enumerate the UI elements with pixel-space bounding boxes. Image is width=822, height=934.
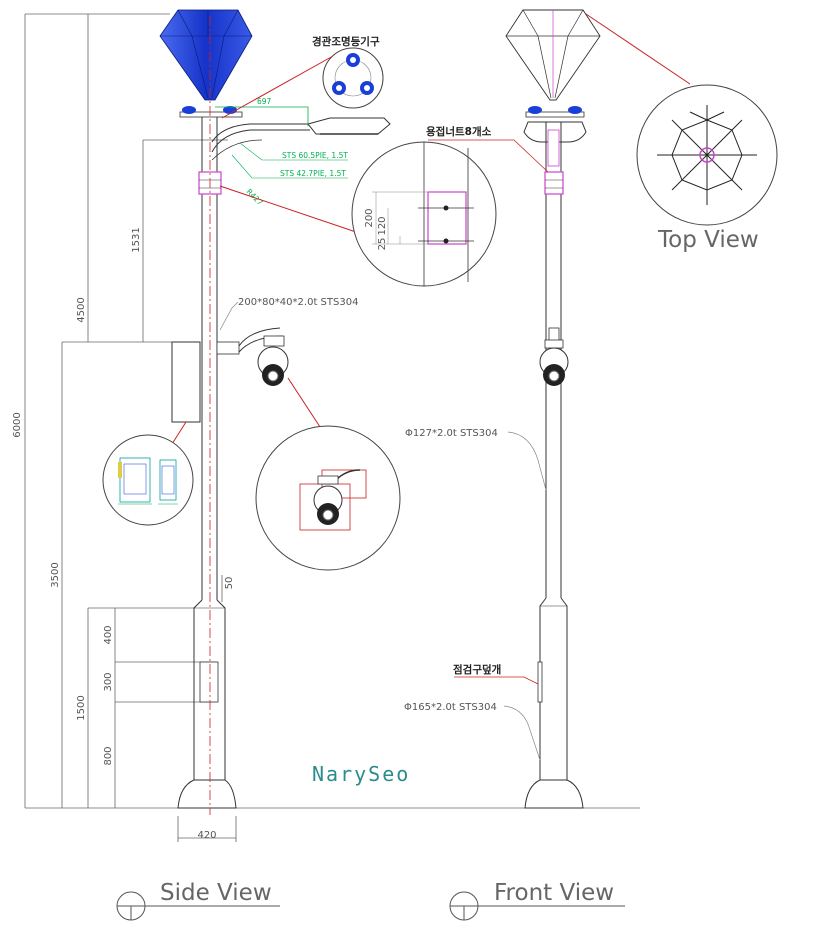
- dim-1500: 1500: [76, 695, 87, 720]
- lamp-head-side: [159, 9, 253, 101]
- front-view-pole: [505, 9, 601, 809]
- side-view-title: Side View: [116, 880, 280, 921]
- camera-detail: [255, 425, 401, 571]
- detail-dim-200: 200: [364, 208, 375, 227]
- arm-pipe-spec-1: STS 60.5PIE, 1.5T: [282, 151, 348, 160]
- inspection-cover-label: 점검구덮개: [453, 663, 501, 676]
- cctv-camera-side: [257, 335, 289, 386]
- weld-nuts-label: 용접너트8개소: [426, 125, 492, 138]
- bracket-spec: 200*80*40*2.0t STS304: [238, 297, 358, 308]
- dim-6000: 6000: [12, 412, 23, 437]
- dim-420: 420: [197, 830, 216, 841]
- detail-dim-25: 25: [377, 238, 388, 251]
- detail-dim-120: 120: [377, 216, 388, 235]
- top-view-detail: [636, 84, 778, 226]
- arm-radius-label: R427: [245, 187, 265, 207]
- front-view-label: Front View: [494, 880, 614, 906]
- connection-plate-detail: [351, 141, 497, 287]
- dim-50: 50: [224, 577, 235, 590]
- dim-4500: 4500: [76, 297, 87, 322]
- arm-pipe-spec-2: STS 42.7PIE, 1.5T: [280, 169, 346, 178]
- watermark: NarySeo: [312, 762, 410, 786]
- side-view-pole: 697 STS 60.5PIE, 1.5T STS 42.7PIE, 1.5T …: [159, 9, 391, 815]
- lower-pipe-spec: Φ165*2.0t STS304: [404, 702, 497, 713]
- arm-length-label: 697: [257, 97, 272, 106]
- upper-pipe-spec: Φ127*2.0t STS304: [405, 428, 498, 439]
- dim-300: 300: [103, 672, 114, 691]
- dim-1531: 1531: [131, 227, 142, 252]
- control-box: [171, 341, 201, 423]
- landscape-light-detail: [322, 47, 384, 109]
- dim-3500: 3500: [50, 562, 61, 587]
- street-light-head: [307, 117, 391, 135]
- front-view-title: Front View: [449, 880, 625, 921]
- control-box-detail: [102, 434, 194, 526]
- dim-800: 800: [103, 746, 114, 765]
- side-view-label: Side View: [160, 880, 272, 906]
- top-view-label: Top View: [657, 227, 759, 253]
- cctv-camera-front: [539, 339, 569, 386]
- landscape-light-label: 경관조명등기구: [312, 35, 380, 48]
- dim-400: 400: [103, 625, 114, 644]
- dimension-lines: [24, 13, 640, 842]
